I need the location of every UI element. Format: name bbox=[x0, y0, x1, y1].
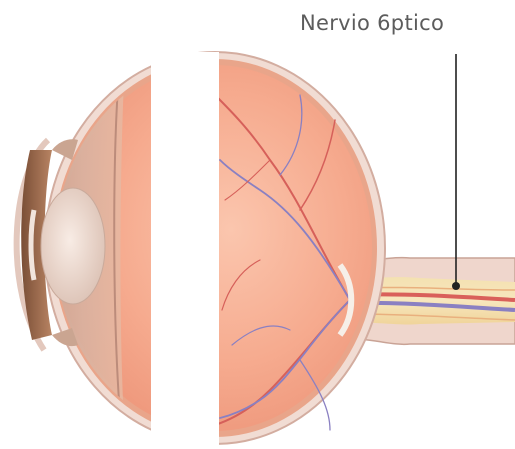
optic-nerve-label: Nervio 6ptico bbox=[300, 10, 444, 36]
lens bbox=[41, 188, 105, 304]
label-leader-dot bbox=[452, 282, 460, 290]
white-band bbox=[151, 52, 219, 449]
